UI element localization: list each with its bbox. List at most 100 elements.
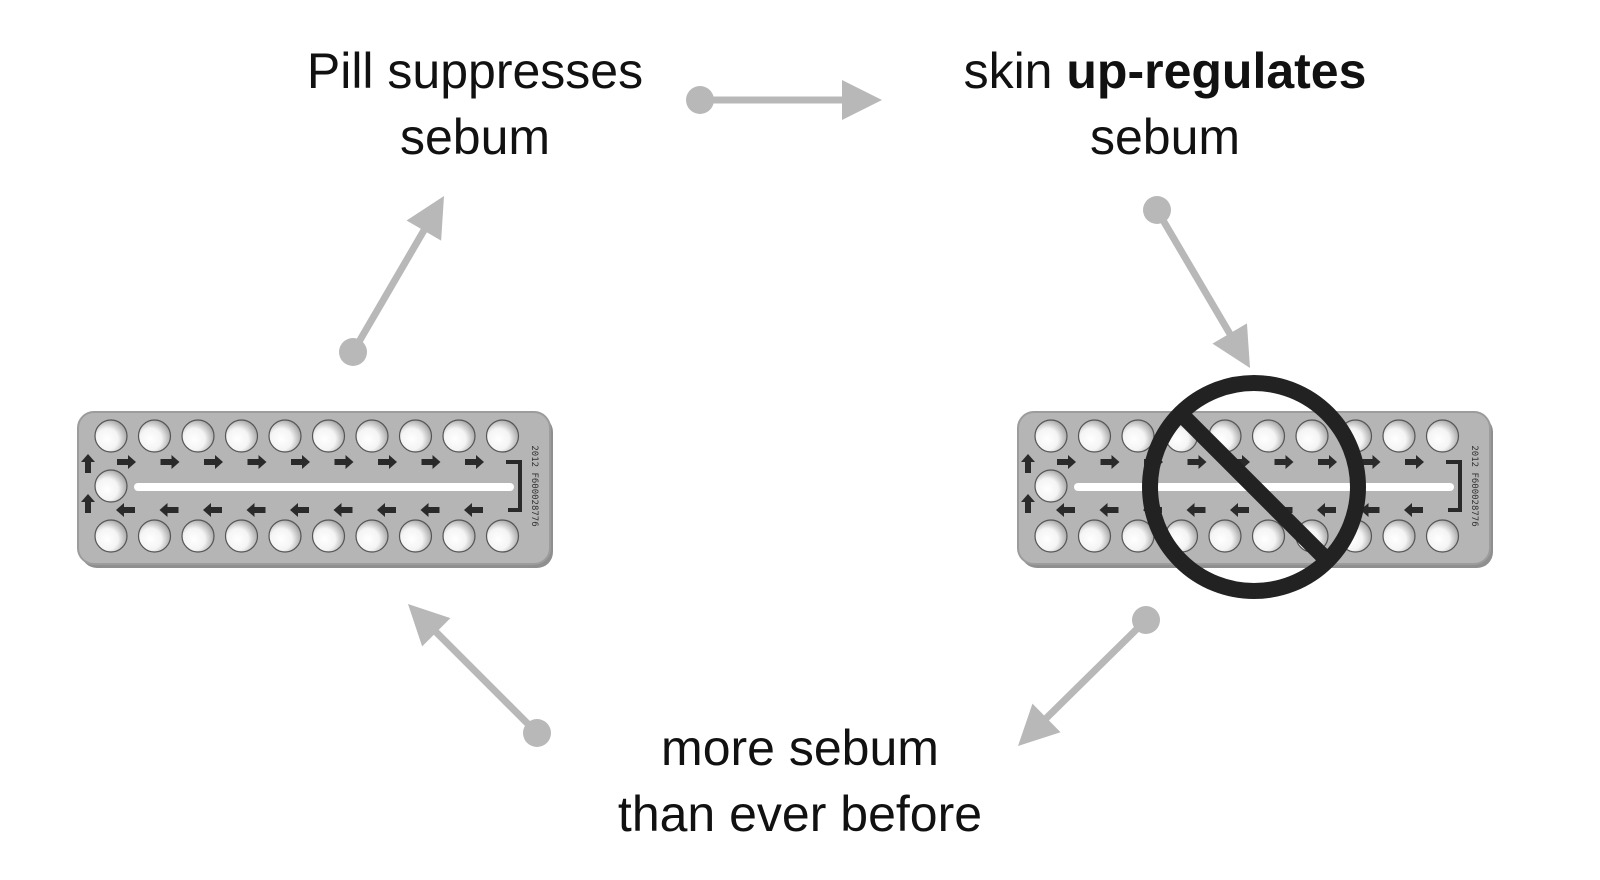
pill	[355, 519, 389, 553]
pack-direction-arrow	[1100, 455, 1120, 469]
pack-direction-arrow	[159, 503, 179, 517]
pill	[224, 519, 259, 553]
pill	[1034, 419, 1068, 453]
pack-direction-arrow	[1057, 455, 1076, 469]
pack-direction-arrow	[1186, 503, 1206, 517]
pack-direction-arrow	[203, 503, 222, 517]
pack-direction-arrow	[1056, 503, 1075, 517]
label-line: Pill suppresses	[306, 43, 644, 99]
pill	[1077, 519, 1112, 553]
pack-direction-arrow	[1021, 494, 1035, 513]
pack-direction-arrow	[1404, 503, 1423, 517]
arrow-shaft	[1041, 616, 1150, 723]
pack-direction-arrow	[1231, 455, 1250, 469]
pill	[1295, 419, 1329, 453]
label-line: more sebum	[661, 720, 939, 776]
label-line: sebum	[399, 109, 551, 165]
pack-bracket	[1446, 460, 1462, 512]
pack-direction-arrow	[1099, 503, 1119, 517]
arrow-head	[842, 80, 882, 120]
pack-direction-arrow	[160, 455, 180, 469]
pill	[1382, 519, 1416, 553]
label-emphasis: up-regulates	[1066, 43, 1367, 99]
arrow-head	[408, 604, 451, 647]
arrow-head	[1212, 323, 1250, 368]
pill	[94, 519, 128, 553]
pack-code-text: 2012 F600028776	[529, 445, 539, 526]
arrow-shaft	[431, 627, 541, 737]
pack-direction-arrow	[1187, 455, 1207, 469]
pack-direction-arrow	[246, 503, 266, 517]
more-sebum-label: more sebum than ever before	[565, 715, 1035, 847]
pill	[94, 469, 128, 503]
arrow-shaft	[349, 225, 429, 356]
pack-direction-arrow	[1317, 503, 1336, 517]
cycle-arrow	[1018, 606, 1160, 746]
pack-direction-arrow	[1230, 503, 1249, 517]
cycle-arrow	[408, 604, 551, 747]
skin-up-regulates-sebum-label: skin up-regulates sebum	[915, 38, 1415, 170]
pill	[1251, 419, 1286, 453]
pill	[137, 419, 172, 453]
cycle-arrow	[686, 80, 882, 120]
pill-suppresses-sebum-label: Pill suppresses sebum	[255, 38, 695, 170]
pill	[268, 419, 302, 453]
pack-direction-arrow	[116, 503, 135, 517]
pill	[355, 419, 389, 453]
pack-direction-arrow	[377, 503, 396, 517]
prohibited-icon	[1142, 375, 1366, 599]
pill	[442, 419, 476, 453]
pack-direction-arrow	[1405, 455, 1424, 469]
pill	[442, 519, 476, 553]
pack-direction-arrow	[1318, 455, 1337, 469]
pack-direction-arrow	[291, 455, 310, 469]
pill	[181, 419, 215, 453]
pill	[94, 419, 128, 453]
pill	[311, 519, 346, 553]
pill	[1425, 519, 1460, 553]
pack-direction-arrow	[333, 503, 353, 517]
label-prefix: skin	[963, 43, 1067, 99]
pill	[485, 519, 520, 553]
pill-pack-icon: 2012 F600028776	[77, 411, 553, 568]
arrow-head	[1018, 703, 1061, 746]
cycle-arrow	[1143, 196, 1250, 368]
pack-direction-arrow	[1274, 455, 1294, 469]
pill	[1034, 519, 1068, 553]
pill	[398, 519, 433, 553]
pill	[1382, 419, 1416, 453]
pill	[137, 519, 172, 553]
label-line: sebum	[1089, 109, 1241, 165]
pill	[398, 419, 433, 453]
pill	[1034, 469, 1068, 503]
pack-direction-arrow	[117, 455, 136, 469]
pill	[1208, 519, 1242, 553]
pill	[1077, 419, 1112, 453]
pack-direction-arrow	[420, 503, 440, 517]
pack-direction-arrow	[1360, 503, 1380, 517]
arrow-head	[406, 196, 444, 241]
pack-direction-arrow	[421, 455, 441, 469]
pill	[1251, 519, 1286, 553]
prohibit-ring	[1142, 375, 1366, 599]
cycle-arrows	[339, 80, 1250, 747]
pack-direction-arrow	[81, 454, 95, 473]
pack-direction-arrow	[334, 455, 354, 469]
pack-direction-arrow	[378, 455, 397, 469]
pill	[268, 519, 302, 553]
pill	[485, 419, 520, 453]
pack-direction-arrow	[464, 503, 483, 517]
pill	[224, 419, 259, 453]
pack-slot	[134, 483, 514, 491]
pill	[311, 419, 346, 453]
prohibit-slash	[1174, 407, 1334, 567]
pill	[1425, 419, 1460, 453]
pack-direction-arrow	[81, 494, 95, 513]
pack-direction-arrow	[465, 455, 484, 469]
label-line: skin up-regulates	[915, 38, 1415, 104]
pack-bracket	[506, 460, 522, 512]
cycle-arrow	[339, 196, 444, 366]
pack-direction-arrow	[204, 455, 223, 469]
